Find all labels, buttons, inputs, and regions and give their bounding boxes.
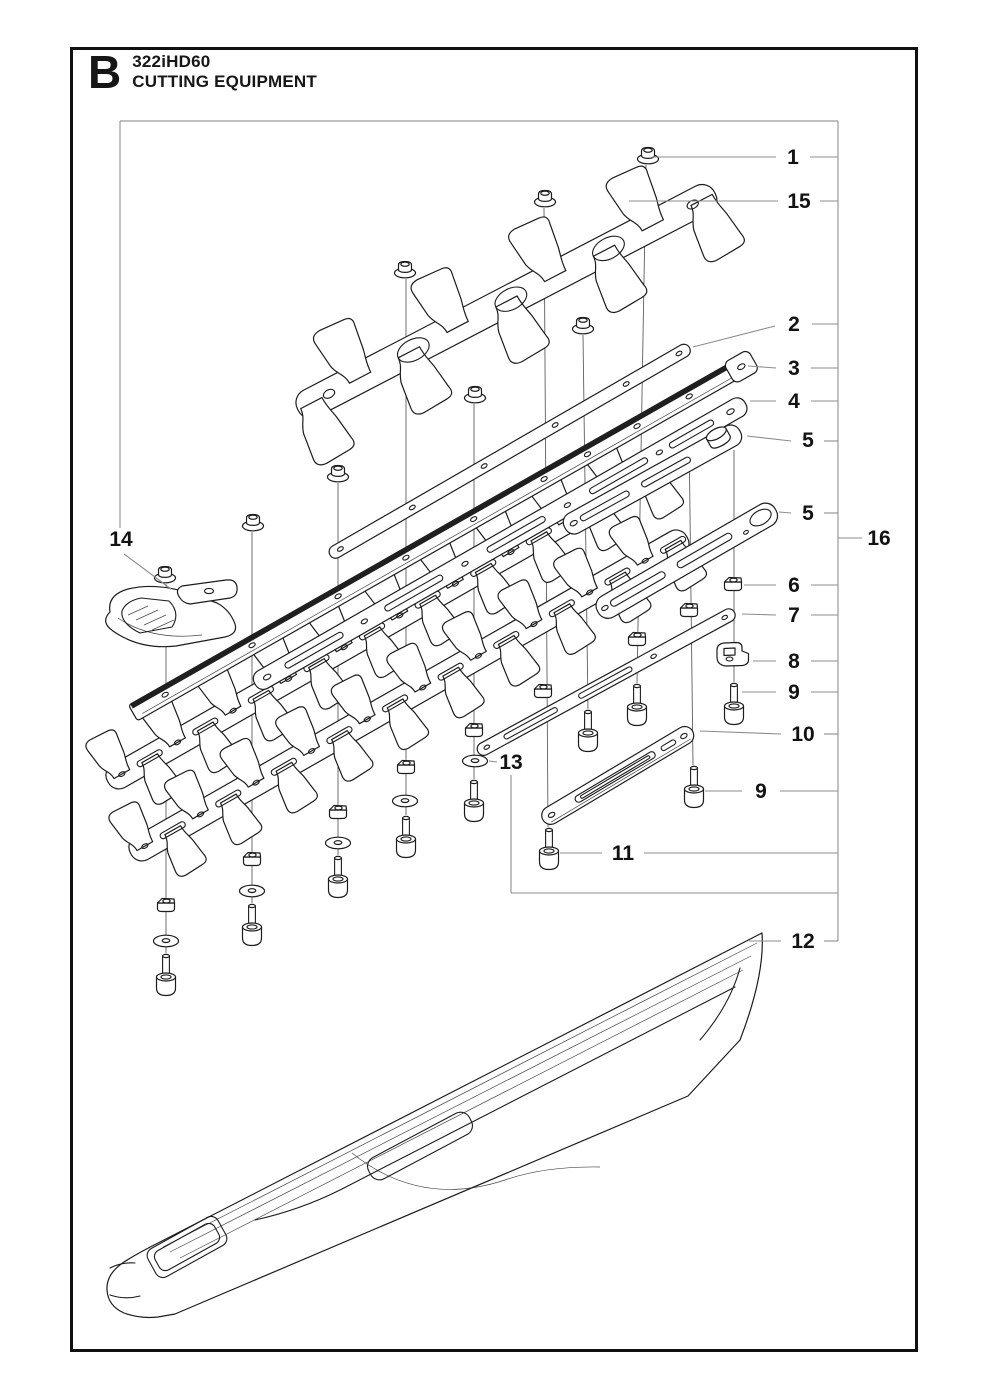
- callout-label-5: 5: [802, 502, 814, 525]
- blade-housing: [106, 932, 763, 1319]
- callout-label-16: 16: [867, 527, 890, 550]
- callout-label-14: 14: [109, 528, 133, 551]
- guide-rail: [129, 350, 758, 721]
- leader-line: [123, 553, 172, 590]
- title-block: 322iHD60 CUTTING EQUIPMENT: [132, 50, 317, 92]
- callout-label-15: 15: [787, 190, 811, 213]
- page-header: B 322iHD60 CUTTING EQUIPMENT: [88, 46, 317, 98]
- callout-label-13: 13: [499, 751, 522, 774]
- callout-label-11: 11: [612, 842, 635, 865]
- callout-label-3: 3: [788, 357, 800, 380]
- callout-label-1: 1: [787, 146, 799, 169]
- clamp-clip: [716, 641, 750, 667]
- leader-line: [741, 613, 777, 616]
- callout-label-5: 5: [802, 429, 814, 452]
- leader-line: [699, 730, 782, 735]
- slide-plate-eye: [595, 502, 779, 619]
- callout-label-10: 10: [791, 723, 814, 746]
- slide-plate-boss: [562, 424, 743, 535]
- leader-line: [488, 760, 498, 763]
- model-number: 322iHD60: [132, 52, 211, 71]
- callout-label-8: 8: [788, 650, 800, 673]
- diagram-group-box: [119, 120, 839, 941]
- leader-line: [746, 435, 792, 442]
- callout-label-2: 2: [788, 313, 800, 336]
- callout-label-7: 7: [788, 604, 800, 627]
- callout-label-12: 12: [791, 930, 814, 953]
- blade-guard: [105, 579, 238, 648]
- leader-line: [778, 511, 792, 514]
- support-strip: [476, 608, 736, 756]
- callout-label-4: 4: [788, 390, 800, 413]
- wear-plate: [541, 725, 695, 825]
- leader-line: [692, 325, 776, 348]
- leader-line: [747, 365, 777, 369]
- callout-label-9: 9: [788, 681, 800, 704]
- callout-label-9: 9: [755, 780, 767, 803]
- page-title: CUTTING EQUIPMENT: [132, 72, 317, 91]
- section-letter: B: [88, 46, 121, 98]
- guide-strip: [328, 343, 691, 559]
- support-bar: [252, 397, 748, 690]
- callout-label-6: 6: [788, 574, 800, 597]
- page-border: [70, 47, 918, 1352]
